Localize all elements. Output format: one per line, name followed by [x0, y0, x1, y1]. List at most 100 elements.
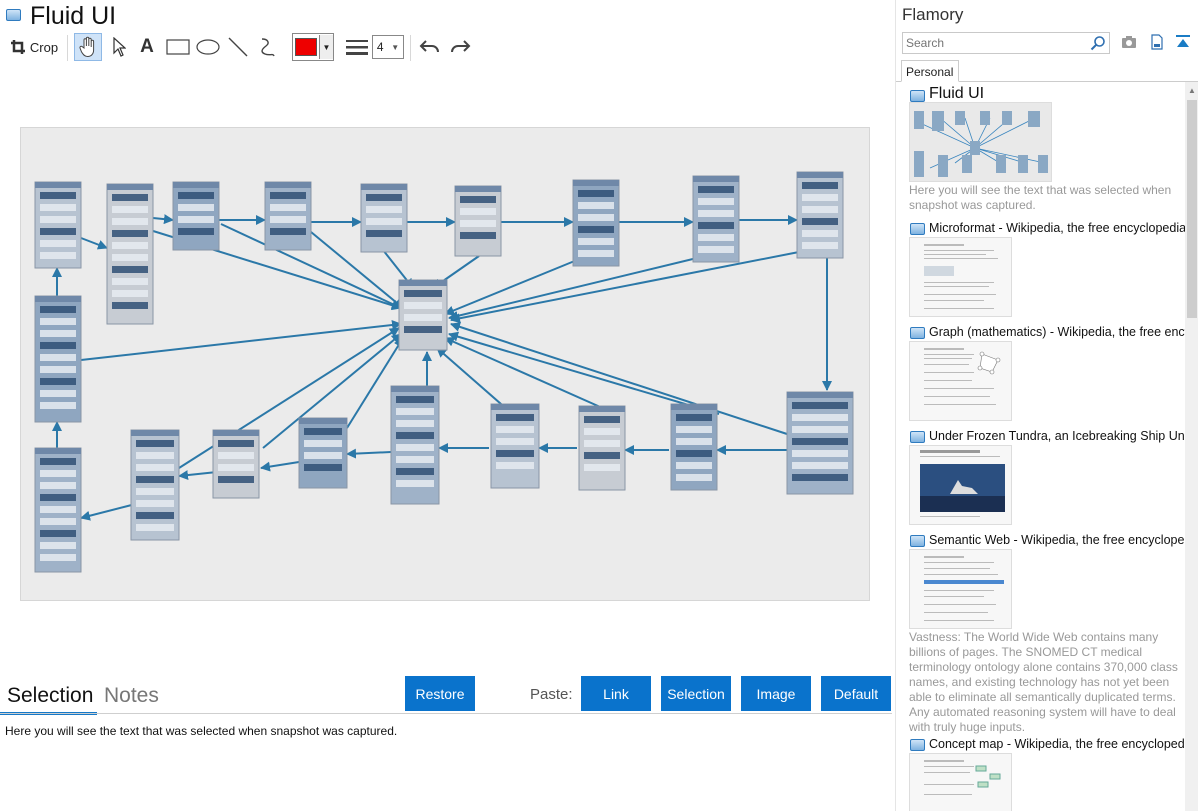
diagram-screen [34, 295, 82, 423]
news-thumbnail-image [920, 450, 1005, 517]
diagram-screen [106, 183, 154, 325]
diagram-arrow [260, 461, 300, 472]
chevron-down-icon: ▼ [391, 42, 400, 52]
restore-button[interactable]: Restore [405, 676, 475, 711]
diagram-arrow [346, 337, 404, 429]
annotation-toolbar: Crop A ▼ 4 ▼ [0, 33, 895, 61]
color-swatch-wrap [293, 38, 319, 56]
webpage-thumbnail-image [924, 760, 1001, 795]
item-thumbnail [909, 549, 1012, 629]
diagram-screen [490, 403, 540, 489]
toolbar-divider [410, 35, 411, 61]
diagram-screen [34, 181, 82, 269]
diagram-screen [670, 403, 718, 491]
item-title: Semantic Web - Wikipedia, the free encyc… [929, 533, 1186, 547]
sidebar-scrollbar[interactable]: ▲ [1185, 82, 1198, 811]
snapshot-canvas[interactable] [20, 127, 870, 601]
sidebar-tabs: Personal [896, 60, 1198, 82]
ellipse-tool-button[interactable] [194, 33, 222, 61]
diagram-screen [130, 429, 180, 541]
webpage-thumbnail-image [924, 244, 998, 309]
redo-icon [451, 40, 471, 53]
diagram-screen [398, 279, 448, 351]
rectangle-icon [166, 39, 190, 55]
page-icon [910, 431, 925, 443]
undo-button[interactable] [416, 33, 444, 61]
crop-label: Crop [29, 39, 59, 55]
rectangle-tool-button[interactable] [164, 33, 192, 61]
tabs-divider [0, 713, 892, 714]
diagram-arrow [220, 223, 402, 309]
ellipse-icon [196, 39, 220, 55]
pin-top-icon[interactable] [1175, 34, 1191, 50]
item-thumbnail [909, 445, 1012, 525]
select-tool-button[interactable] [108, 33, 130, 61]
camera-icon[interactable] [1121, 34, 1137, 50]
diagram-screen [264, 181, 312, 251]
diagram-screen [34, 447, 82, 573]
line-weight-icon [346, 40, 368, 55]
search-icon[interactable] [1090, 35, 1106, 51]
document-title: Fluid UI [30, 2, 117, 30]
diagram-screen [692, 175, 740, 263]
text-tool-icon: A [140, 36, 154, 57]
redo-button[interactable] [446, 33, 474, 61]
paste-label: Paste: [530, 686, 573, 703]
paste-selection-button[interactable]: Selection [661, 676, 731, 711]
crop-button[interactable]: Crop [6, 33, 62, 61]
freehand-tool-button[interactable] [254, 33, 282, 61]
hand-icon [79, 36, 95, 58]
tab-personal[interactable]: Personal [901, 60, 959, 82]
diagram-screen [454, 185, 502, 257]
item-title: Concept map - Wikipedia, the free encycl… [929, 737, 1186, 751]
item-title: Microformat - Wikipedia, the free encycl… [929, 221, 1186, 235]
diagram-arrow [80, 320, 402, 361]
diagram-screen [172, 181, 220, 251]
line-icon [228, 37, 248, 57]
line-width-value: 4 [376, 40, 384, 54]
diagram-arrow [262, 333, 402, 449]
paste-default-button[interactable]: Default [821, 676, 891, 711]
page-icon [910, 223, 925, 235]
diagram-screen [390, 385, 440, 505]
item-thumbnail [909, 341, 1012, 421]
item-thumbnail [909, 237, 1012, 317]
hand-tool-button[interactable] [74, 33, 102, 61]
diagram-arrow [310, 231, 404, 309]
flamory-sidebar: Flamory Personal Fluid UI Here you will … [895, 0, 1198, 811]
scrollbar-thumb[interactable] [1187, 100, 1197, 318]
color-swatch [295, 38, 317, 56]
search-input[interactable] [902, 32, 1110, 54]
tab-notes[interactable]: Notes [104, 684, 159, 707]
diagram-arrow [346, 448, 392, 459]
page-icon [910, 535, 925, 547]
diagram-screen [796, 171, 844, 259]
diagram-arrow [450, 251, 800, 324]
webpage-thumbnail-image [924, 348, 1001, 405]
tab-selection[interactable]: Selection [7, 684, 94, 707]
diagram-screen [212, 429, 260, 499]
selection-text[interactable]: Here you will see the text that was sele… [5, 724, 398, 738]
paste-image-button[interactable]: Image [741, 676, 811, 711]
diagram-arrow [450, 322, 788, 435]
main-pane: Fluid UI Crop A ▼ [0, 2, 895, 738]
scroll-up-arrow-icon[interactable]: ▲ [1188, 85, 1196, 95]
item-description: Here you will see the text that was sele… [909, 183, 1172, 212]
item-thumbnail [909, 102, 1052, 182]
line-tool-button[interactable] [224, 33, 252, 61]
diagram-screen [360, 183, 408, 253]
arrow-pointer-icon [113, 37, 126, 57]
stroke-color-picker[interactable]: ▼ [292, 33, 334, 61]
snapshot-list: Fluid UI Here you will see the text that… [896, 82, 1186, 811]
webpage-thumbnail-image [924, 556, 1004, 621]
item-title: Under Frozen Tundra, an Icebreaking Ship… [929, 429, 1186, 443]
paste-link-button[interactable]: Link [581, 676, 651, 711]
line-width-select[interactable]: 4 ▼ [372, 35, 404, 59]
diagram-thumbnail-image [914, 111, 1048, 177]
diagram-arrow [448, 331, 720, 415]
page-icon [910, 90, 925, 102]
line-width-icon-button[interactable] [344, 33, 370, 61]
document-icon[interactable] [1149, 34, 1165, 50]
text-tool-button[interactable]: A [136, 33, 158, 61]
item-thumbnail [909, 753, 1012, 811]
